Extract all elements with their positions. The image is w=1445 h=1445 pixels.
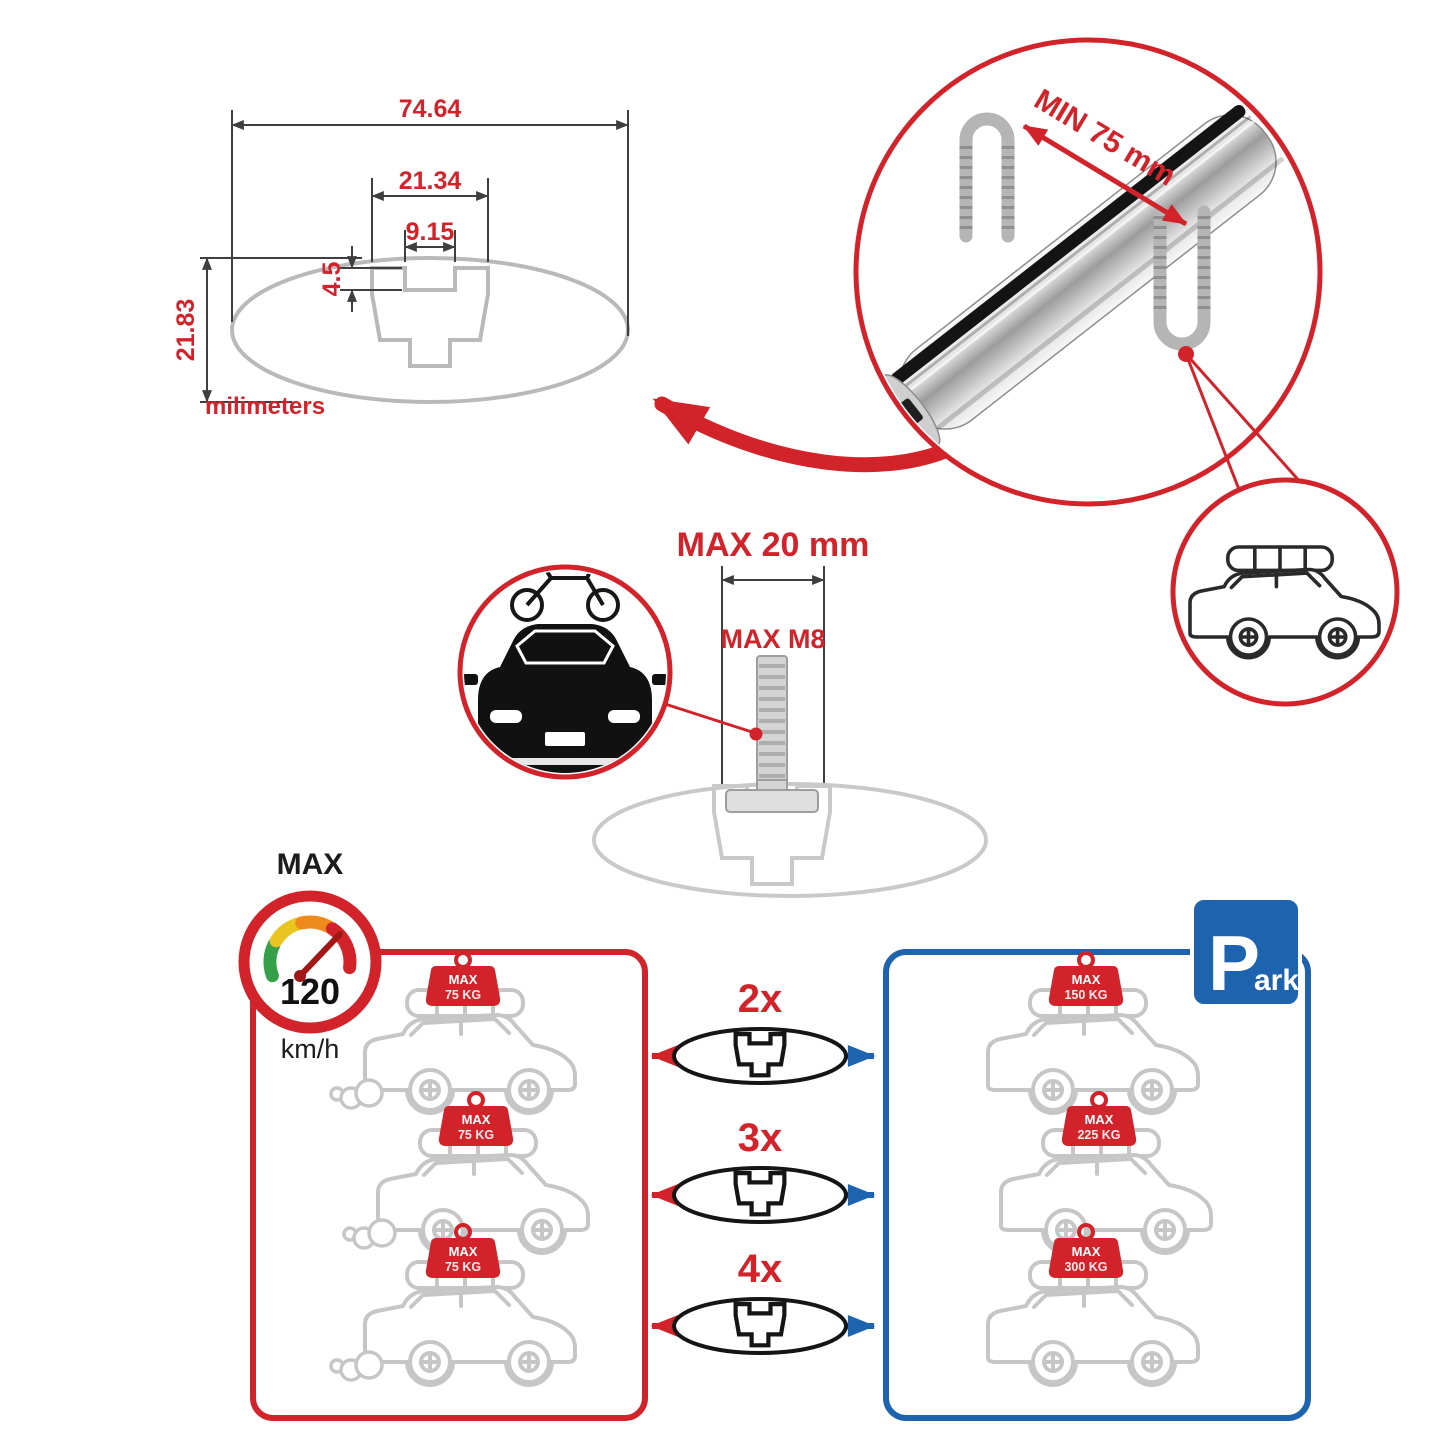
crossbar-section-icon (674, 1299, 846, 1353)
dim-channel-width: 21.34 (399, 167, 462, 195)
leader-dot (1178, 346, 1194, 362)
cross-section-dimension-drawing: 74.64 21.34 9.15 4.5 21.83 milimeters (172, 95, 630, 420)
leader-to-roofbox-car (1178, 346, 1304, 493)
load-tag-parked-2: MAX 225 KG (1059, 1091, 1139, 1148)
park-letter: P (1208, 919, 1260, 1007)
quantity-row-2x: 2x (650, 977, 876, 1083)
t-bolt (725, 655, 819, 813)
dim-slot-width: 9.15 (406, 218, 455, 246)
load-tag-parked-1: MAX 150 KG (1046, 951, 1126, 1008)
car-front-icon (464, 624, 666, 773)
bar-closeup-scene: MIN 75 mm (880, 83, 1285, 447)
bike-car-scene (464, 571, 666, 773)
crossbar-quantity-rows: 2x 3x 4x (650, 977, 876, 1353)
leader-to-bolt (664, 702, 753, 734)
tag-prefix: MAX (449, 1244, 478, 1259)
tag-weight: 75 KG (445, 1260, 481, 1274)
load-tag-driving-3: MAX 75 KG (423, 1223, 503, 1280)
dimension-lines (200, 110, 629, 403)
pointer-arrow-to-drawing (652, 396, 960, 473)
quantity-row-3x: 3x (650, 1116, 876, 1222)
units-label: milimeters (205, 393, 325, 420)
max-thread-label: MAX M8 (720, 624, 825, 654)
bolt-spec-section: MAX 20 mm MAX M8 (592, 526, 988, 898)
ghost-bar-ellipse (592, 782, 988, 898)
tag-prefix: MAX (462, 1112, 491, 1127)
bar-outline-ellipse (230, 256, 630, 404)
park-suffix: ark (1254, 964, 1299, 997)
roofbox-car-circle (1170, 477, 1400, 707)
crossbar-section-icon (674, 1168, 846, 1222)
tag-weight: 75 KG (445, 988, 481, 1002)
quantity-label: 2x (738, 977, 783, 1021)
tag-prefix: MAX (1072, 1244, 1101, 1259)
tag-weight: 225 KG (1077, 1128, 1120, 1142)
quantity-label: 3x (738, 1116, 783, 1160)
quantity-label: 4x (738, 1247, 783, 1291)
tag-weight: 75 KG (458, 1128, 494, 1142)
u-bolt-lower (1153, 205, 1211, 351)
load-tag-driving-2: MAX 75 KG (436, 1091, 516, 1148)
load-limit-tags: MAX 75 KG MAX 75 KG MAX 75 KG MAX 150 KG… (423, 951, 1139, 1280)
park-sign: P ark (1190, 896, 1302, 1008)
dim-slot-depth: 4.5 (318, 262, 346, 297)
crossbar-profile (370, 266, 490, 368)
dim-total-width: 74.64 (399, 95, 462, 123)
bolt-leader-dot (749, 727, 763, 741)
crossbar-section-icon (674, 1029, 846, 1083)
tag-prefix: MAX (1072, 972, 1101, 987)
u-bolt-upper (959, 112, 1015, 243)
speed-value: 120 (280, 971, 340, 1012)
speedometer-gauge-icon (263, 915, 357, 983)
max-length-label: MAX 20 mm (677, 526, 870, 564)
bar-closeup-circle: MIN 75 mm (853, 37, 1323, 507)
tag-prefix: MAX (1085, 1112, 1114, 1127)
bike-car-circle (457, 564, 763, 780)
dim-total-height: 21.83 (172, 299, 200, 362)
quantity-row-4x: 4x (650, 1247, 876, 1353)
load-tag-parked-3: MAX 300 KG (1046, 1223, 1126, 1280)
speed-unit: km/h (281, 1034, 340, 1064)
speed-badge-title: MAX (277, 848, 344, 881)
parked-cars (986, 988, 1213, 1387)
tag-prefix: MAX (449, 972, 478, 987)
tag-weight: 150 KG (1064, 988, 1107, 1002)
load-tag-driving-1: MAX 75 KG (423, 951, 503, 1008)
min-span-arrow (1022, 123, 1188, 227)
bike-icon (510, 571, 620, 622)
speed-limit-badge: MAX 120 km/h (238, 848, 382, 1064)
tag-weight: 300 KG (1064, 1260, 1107, 1274)
